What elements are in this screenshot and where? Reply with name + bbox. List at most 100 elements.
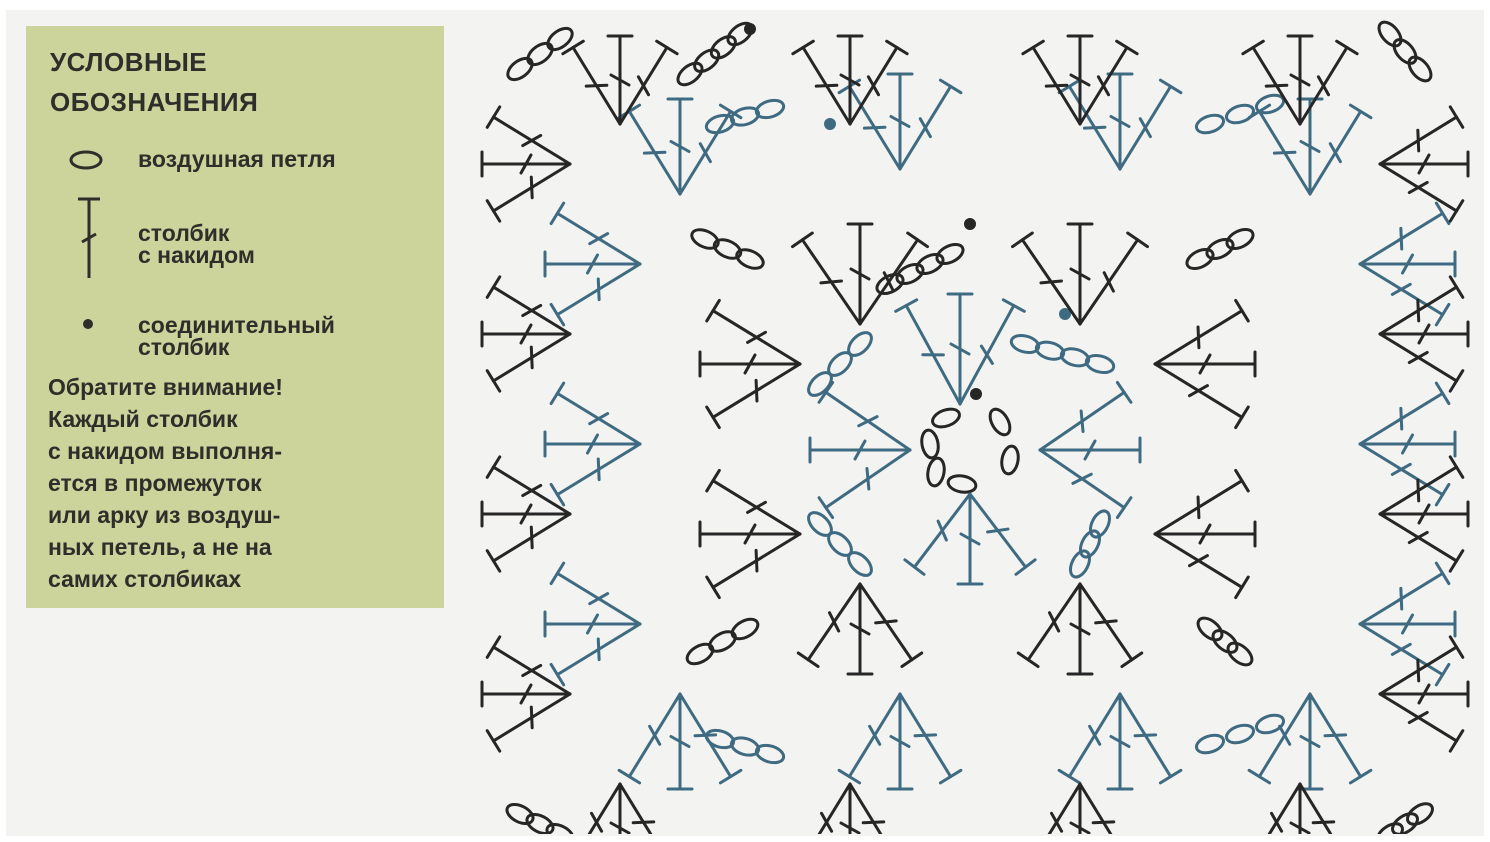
chain-stitch	[1194, 732, 1226, 756]
double-crochet-stitch	[1288, 784, 1312, 834]
double-crochet-stitch	[551, 624, 640, 685]
chain-stitch	[504, 54, 536, 84]
chain-stitch	[947, 474, 977, 495]
chain-stitch	[1375, 18, 1405, 50]
double-crochet-stitch	[1080, 784, 1137, 834]
double-crochet-stitch	[487, 457, 570, 514]
slip-stitch	[824, 118, 836, 130]
chain-stitch	[524, 811, 556, 834]
double-crochet-stitch	[839, 694, 900, 783]
double-crochet-stitch	[1360, 444, 1449, 505]
slip-stitch	[744, 23, 756, 35]
double-crochet-stitch	[1360, 264, 1449, 325]
double-crochet-stitch	[551, 563, 640, 624]
double-crochet-stitch	[1360, 563, 1449, 624]
chain-stitch-icon	[66, 148, 106, 172]
double-crochet-stitch	[793, 233, 860, 324]
chain-stitch	[920, 429, 941, 459]
chain-stitch	[1067, 548, 1094, 580]
chain-stitch	[1084, 353, 1115, 376]
double-crochet-stitch	[960, 300, 1024, 404]
double-crochet-stitch	[1080, 41, 1137, 124]
double-crochet-stitch	[563, 784, 620, 834]
double-crochet-stitch	[707, 470, 800, 534]
double-crochet-stitch	[487, 514, 570, 571]
double-crochet-stitch	[1040, 438, 1140, 462]
slip-stitch	[970, 388, 982, 400]
double-crochet-stitch	[1023, 784, 1080, 834]
chain-stitch	[1390, 36, 1420, 68]
double-crochet-stitch	[896, 300, 960, 404]
double-crochet-stitch	[1120, 80, 1181, 169]
chain-stitch	[1389, 810, 1421, 834]
double-crochet-stitch	[487, 637, 570, 694]
double-crochet-stitch	[1380, 107, 1463, 164]
double-crochet-stitch	[900, 80, 961, 169]
double-crochet-stitch	[850, 784, 907, 834]
legend-item-double-crochet: столбик с накидом	[26, 194, 444, 284]
double-crochet-stitch	[1249, 694, 1310, 783]
double-crochet-stitch	[1380, 514, 1463, 571]
chain-stitch	[1224, 639, 1256, 669]
double-crochet-stitch	[487, 107, 570, 164]
double-crochet-stitch	[810, 438, 910, 462]
crochet-chart	[460, 14, 1480, 834]
double-crochet-stitch	[563, 41, 620, 124]
chain-stitch	[1000, 445, 1021, 475]
double-crochet-stitch	[1040, 383, 1131, 450]
double-crochet-stitch	[620, 784, 677, 834]
double-crochet-stitch	[707, 534, 800, 598]
chain-stitch	[754, 97, 785, 120]
legend-panel: УСЛОВНЫЕ ОБОЗНАЧЕНИЯ воздушная петля сто…	[26, 26, 444, 608]
double-crochet-stitch	[793, 41, 850, 124]
double-crochet-stitch	[620, 41, 677, 124]
chain-stitch	[844, 328, 875, 359]
double-crochet-stitch	[793, 784, 850, 834]
chain-stitch	[754, 742, 785, 765]
double-crochet-stitch	[1155, 470, 1248, 534]
chain-stitch	[934, 241, 966, 268]
chain-stitch	[544, 821, 576, 834]
double-crochet-stitch	[1360, 383, 1449, 444]
double-crochet-stitch	[1059, 80, 1120, 169]
double-crochet-stitch	[1360, 203, 1449, 264]
legend-note: Обратите внимание! Каждый столбик с наки…	[48, 371, 438, 595]
double-crochet-stitch	[1068, 784, 1092, 834]
double-crochet-stitch	[1243, 784, 1300, 834]
double-crochet-stitch	[1300, 784, 1357, 834]
double-crochet-stitch	[487, 694, 570, 751]
double-crochet-stitch	[707, 300, 800, 364]
double-crochet-stitch	[1155, 364, 1248, 428]
double-crochet-stitch	[551, 203, 640, 264]
slip-stitch-icon	[78, 314, 98, 334]
double-crochet-stitch	[619, 105, 680, 194]
slip-stitch	[964, 218, 976, 230]
double-crochet-stitch	[860, 584, 922, 667]
legend-title: УСЛОВНЫЕ ОБОЗНАЧЕНИЯ	[50, 42, 258, 122]
chain-stitch	[1374, 820, 1406, 834]
double-crochet-stitch	[900, 694, 961, 783]
double-crochet-stitch	[1300, 41, 1357, 124]
chain-stitch	[930, 406, 962, 431]
double-crochet-stitch	[838, 784, 862, 834]
double-crochet-stitch	[1380, 164, 1463, 221]
double-crochet-stitch	[1360, 624, 1449, 685]
double-crochet-stitch	[1059, 694, 1120, 783]
double-crochet-stitch	[1380, 694, 1463, 751]
double-crochet-stitch	[970, 494, 1035, 574]
chain-stitch	[524, 39, 556, 69]
double-crochet-stitch	[608, 784, 632, 834]
chain-stitch	[1209, 626, 1241, 656]
chain-stitch	[1224, 102, 1256, 126]
double-crochet-stitch	[1080, 584, 1142, 667]
chain-stitch	[986, 406, 1014, 438]
legend-item-chain-stitch: воздушная петля	[26, 144, 444, 174]
chain-stitch	[689, 226, 721, 252]
chain-stitch	[844, 548, 875, 579]
chain-stitch	[1224, 226, 1256, 253]
legend-label-chain-stitch: воздушная петля	[138, 148, 336, 170]
chain-stitch	[1224, 722, 1256, 746]
chain-stitch	[684, 640, 716, 668]
legend-item-slip-stitch: соединительный столбик	[26, 310, 444, 360]
double-crochet-stitch	[619, 694, 680, 783]
